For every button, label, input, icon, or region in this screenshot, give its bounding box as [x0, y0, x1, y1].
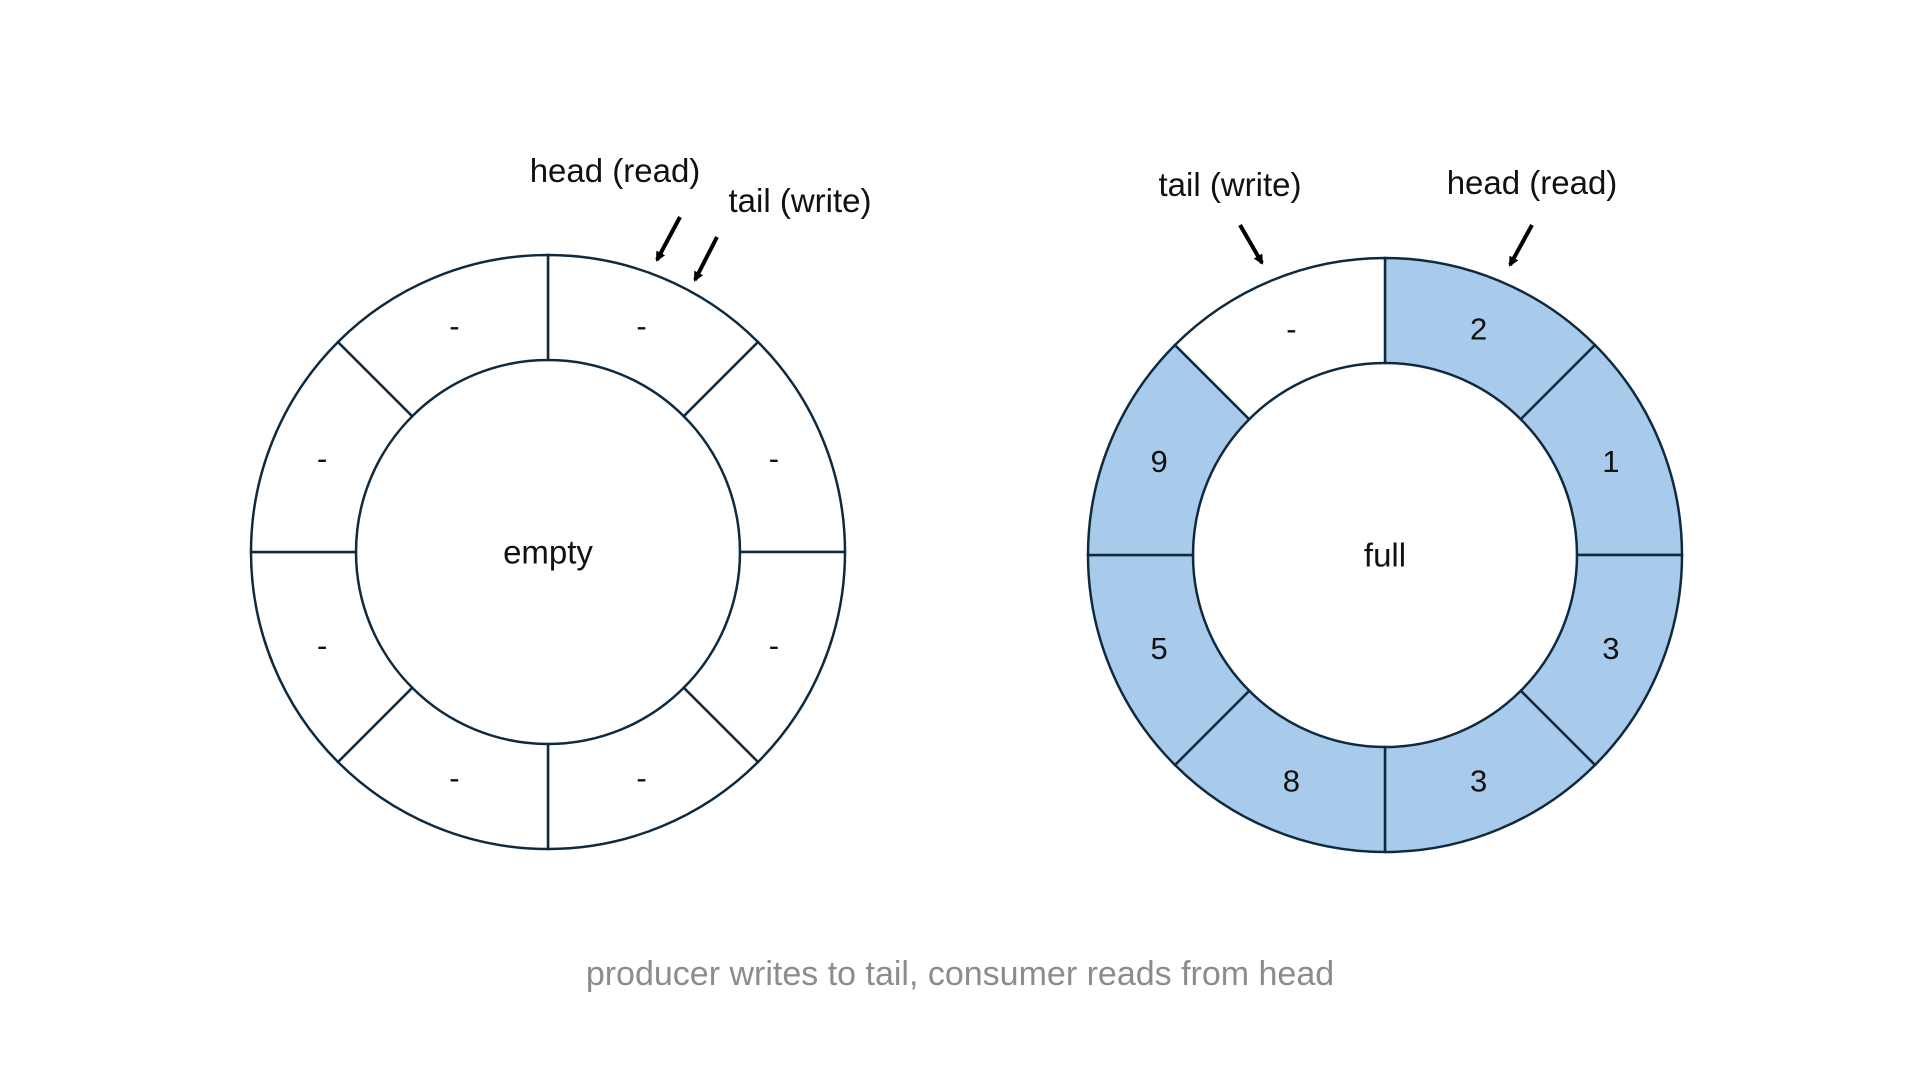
full-slot-label-4: 8: [1283, 763, 1300, 798]
full-slot-label-3: 3: [1470, 763, 1487, 798]
ring-buffer-full: 2 1 3 3 8 5 9 - full tail (write) head (read): [1086, 164, 1684, 854]
empty-slot-label-5: -: [317, 628, 327, 663]
full-slot-label-7: -: [1286, 312, 1296, 347]
full-pointer-arrow-icon-1: [1508, 224, 1534, 267]
ring-buffer-empty: - - - - - - - - empty head (read) tail (write): [249, 152, 872, 851]
full-slot-label-6: 9: [1150, 444, 1167, 479]
empty-slot-label-2: -: [769, 628, 779, 663]
empty-pointer-arrow-icon-0: [655, 216, 682, 262]
empty-slot-label-7: -: [449, 309, 459, 344]
empty-slot-label-4: -: [449, 760, 459, 795]
full-pointer-label-0: tail (write): [1158, 166, 1301, 203]
empty-slot-7: [336, 253, 550, 419]
full-slot-7: [1173, 256, 1387, 422]
full-slot-label-2: 3: [1602, 631, 1619, 666]
empty-pointer-label-1: tail (write): [728, 182, 871, 219]
empty-slot-label-1: -: [769, 441, 779, 476]
full-center-label: full: [1364, 537, 1406, 574]
caption: producer writes to tail, consumer reads …: [585, 955, 1335, 993]
empty-pointer-label-0: head (read): [530, 152, 701, 189]
empty-pointer-arrow-icon-1: [693, 236, 719, 282]
empty-slot-label-3: -: [636, 760, 646, 795]
empty-center-label: empty: [503, 534, 593, 571]
full-pointer-label-1: head (read): [1447, 164, 1618, 201]
empty-slot-label-0: -: [636, 309, 646, 344]
full-slot-label-0: 2: [1470, 312, 1487, 347]
full-slot-label-5: 5: [1150, 631, 1167, 666]
empty-slot-label-6: -: [317, 441, 327, 476]
full-slot-label-1: 1: [1602, 444, 1619, 479]
full-pointer-arrow-icon-0: [1238, 223, 1264, 265]
